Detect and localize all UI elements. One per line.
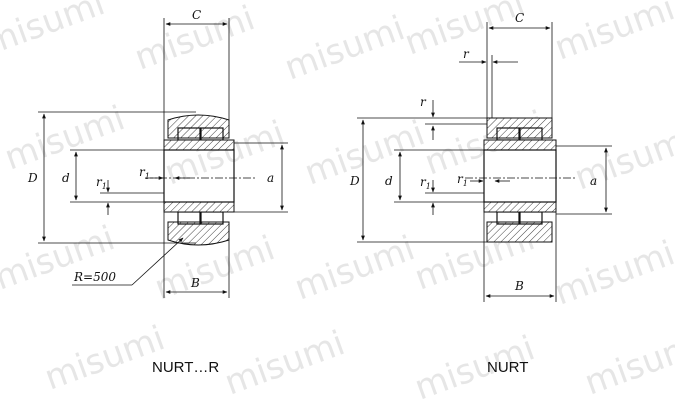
right-outer-ring-bottom [486, 221, 553, 243]
left-radius-note: R=500 [73, 270, 116, 284]
left-outer-ring-bottom [167, 221, 230, 246]
watermark: misumi [299, 113, 430, 193]
watermark: misumi [0, 218, 120, 298]
left-label-D: D [27, 171, 38, 185]
watermark: misumi [569, 118, 675, 198]
right-label-d: d [385, 174, 393, 188]
watermark: misumi [279, 8, 410, 88]
watermark: misumi [579, 323, 675, 400]
left-inner-ring-bottom [163, 201, 235, 213]
right-label-r-side: r [463, 47, 470, 61]
right-bore [483, 149, 557, 203]
left-label-d: d [62, 171, 70, 185]
right-label-c: C [515, 11, 524, 25]
watermark: misumi [549, 0, 675, 68]
left-label-a: a [267, 171, 274, 185]
right-label-r1: r1 [420, 175, 431, 191]
watermark: misumi [219, 323, 350, 400]
right-label-b: B [514, 279, 524, 293]
left-label-c: C [192, 8, 201, 22]
left-label-r1: r1 [96, 175, 107, 191]
left-caption: NURT…R [152, 359, 219, 376]
watermark: misumi [0, 0, 110, 63]
left-label-r1-inner: r1 [139, 165, 150, 181]
watermark: misumi [549, 233, 675, 313]
right-inner-ring-top [483, 139, 557, 151]
left-inner-ring-top [163, 139, 235, 151]
right-label-D: D [349, 174, 360, 188]
left-bearing-view: C D d r1 r1 a B R=500 NURT…R [27, 8, 288, 376]
watermark: misumi [289, 228, 420, 308]
right-bearing-view: C r r D d r1 r1 a [349, 11, 612, 376]
right-inner-ring-bottom [483, 201, 557, 213]
left-label-b: B [190, 276, 200, 290]
right-label-a: a [590, 174, 597, 188]
watermark: misumi [39, 318, 170, 398]
watermark: misumi [0, 98, 130, 178]
left-bore [163, 149, 235, 203]
right-caption: NURT [487, 359, 528, 376]
right-label-r-top: r [420, 95, 427, 109]
right-label-r1-inner: r1 [457, 172, 468, 188]
left-outer-ring-top [167, 114, 230, 139]
